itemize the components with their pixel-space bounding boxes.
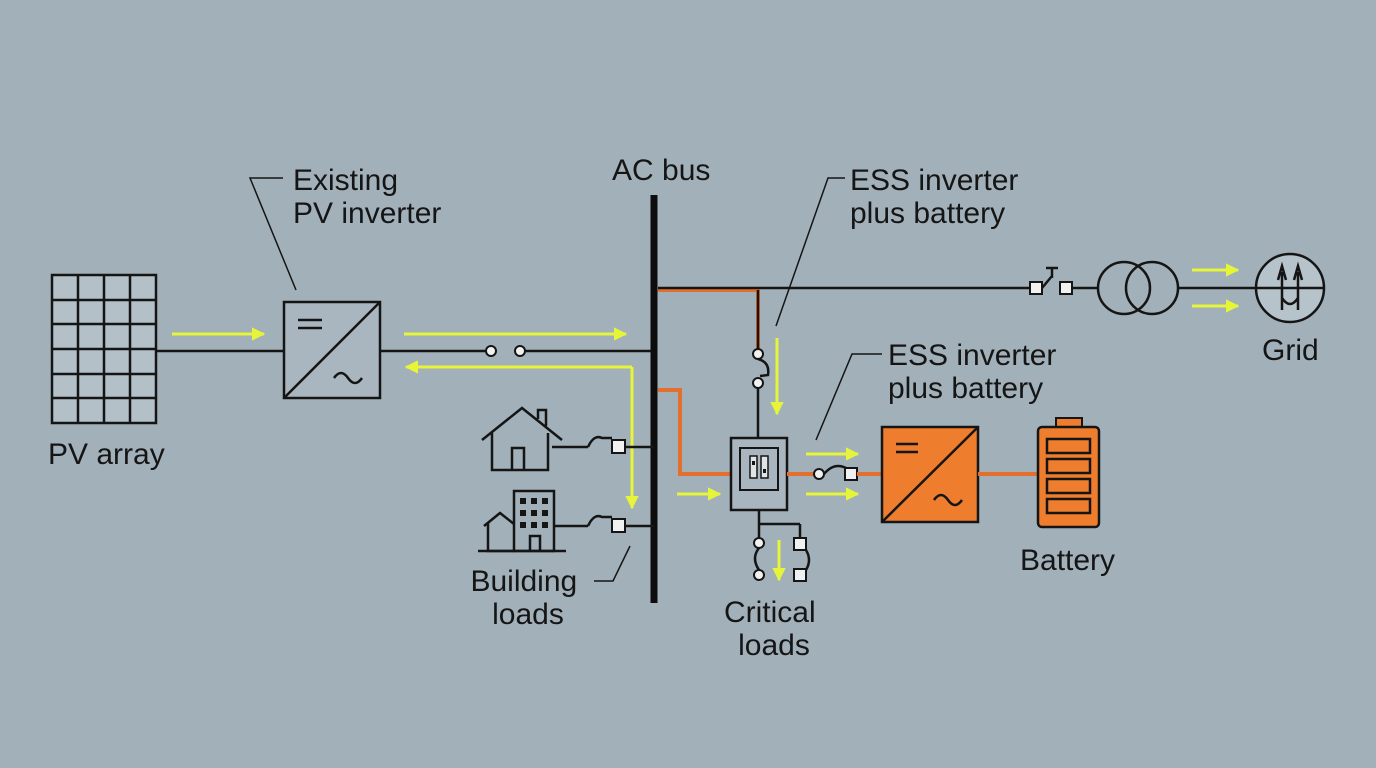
inverter-icon: [282, 300, 382, 400]
breaker-icon: [793, 537, 811, 582]
ess-top-line-1: ESS inverter: [850, 164, 1018, 197]
breaker-icon: [752, 348, 770, 389]
grid-label: Grid: [1262, 334, 1319, 367]
critical-loads-line-1: Critical: [724, 596, 816, 629]
existing-inverter-leader: [248, 177, 297, 291]
ess-top-label: ESS inverter plus battery: [850, 164, 1027, 230]
breaker-icon: [753, 537, 765, 581]
breaker-icon: [813, 464, 858, 481]
critical-load-wire: [757, 510, 802, 538]
building-loads-label: Building loads: [470, 565, 585, 631]
ess-mid-line-2: plus battery: [888, 372, 1043, 405]
existing-inverter-line-1: Existing: [293, 164, 398, 197]
critical-loads-line-2: loads: [738, 629, 810, 662]
ess-mid-leader: [815, 353, 882, 441]
breaker-icon: [586, 514, 626, 533]
existing-inverter-line-2: PV inverter: [293, 197, 441, 230]
transformer-icon: [1096, 260, 1180, 316]
battery-label: Battery: [1020, 544, 1115, 577]
ess-feeder-energized-wire: [658, 288, 760, 350]
breaker-icon: [1029, 266, 1073, 295]
ess-mid-line-1: ESS inverter: [888, 339, 1056, 372]
breaker-icon: [586, 435, 626, 454]
existing-inverter-label: Existing PV inverter: [293, 164, 441, 230]
building-loads-leader: [594, 545, 631, 582]
critical-loads-label: Critical loads: [724, 596, 824, 662]
bus-to-panel-energized-wire: [658, 388, 731, 476]
grid-tower-icon: [1254, 252, 1326, 324]
ess-mid-label: ESS inverter plus battery: [888, 339, 1065, 405]
panelboard-icon: [729, 436, 789, 512]
building-loads-line-2: loads: [492, 598, 564, 631]
inverter-icon: [880, 425, 980, 524]
building-icon: [478, 489, 566, 553]
building-loads-line-1: Building: [470, 565, 577, 598]
switch-icon: [485, 345, 526, 357]
ess-top-line-2: plus battery: [850, 197, 1005, 230]
ess-top-leader: [775, 177, 845, 327]
pv-array-label: PV array: [48, 438, 165, 471]
house-icon: [481, 406, 563, 472]
ac-bus-label: AC bus: [612, 154, 710, 187]
battery-icon: [1036, 417, 1101, 529]
solar-panel-icon: [50, 273, 158, 425]
